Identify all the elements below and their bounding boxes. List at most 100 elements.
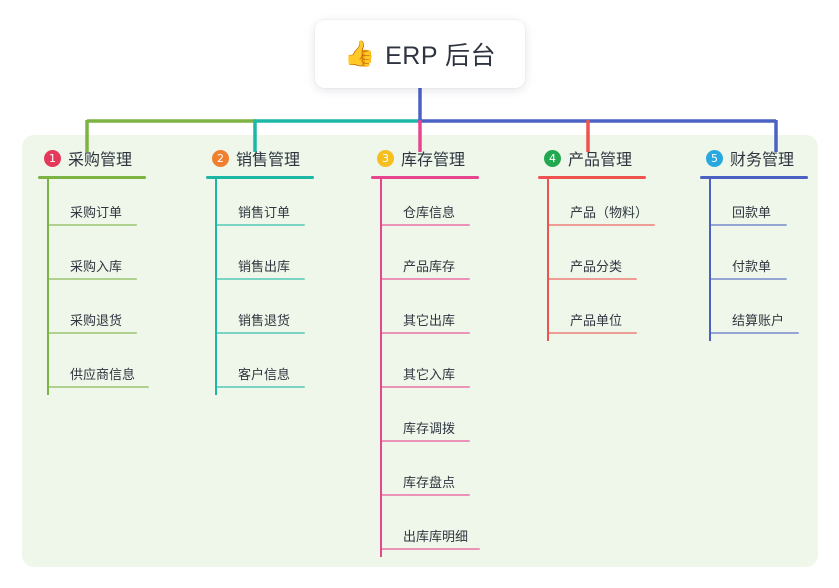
branch-header-3[interactable]: 3 库存管理 xyxy=(371,146,531,170)
item-rule xyxy=(709,332,799,334)
item-label: 采购订单 xyxy=(70,205,123,220)
item-label: 产品分类 xyxy=(570,259,623,274)
item-label: 销售订单 xyxy=(238,205,291,220)
item-label: 采购退货 xyxy=(70,313,123,328)
list-item[interactable]: 产品（物料） xyxy=(538,179,708,233)
item-label: 仓库信息 xyxy=(403,205,456,220)
item-rule xyxy=(547,278,637,280)
branch-rule-1 xyxy=(38,176,146,179)
branch-header-1[interactable]: 1 采购管理 xyxy=(38,146,188,170)
list-item[interactable]: 客户信息 xyxy=(206,341,356,395)
branch-spine-2 xyxy=(215,179,217,395)
item-label: 销售退货 xyxy=(238,313,291,328)
item-rule xyxy=(47,224,137,226)
branch-badge-4: 4 xyxy=(544,149,561,167)
item-rule xyxy=(215,332,305,334)
list-item[interactable]: 库存盘点 xyxy=(371,449,531,503)
list-item[interactable]: 销售出库 xyxy=(206,233,356,287)
branch-column-2: 2 销售管理 销售订单 销售出库 销售退货 客户信息 xyxy=(206,146,356,395)
branch-badge-5: 5 xyxy=(706,149,723,167)
thumbs-up-icon: 👍 xyxy=(343,39,376,68)
branch-rule-3 xyxy=(371,176,479,179)
list-item[interactable]: 产品分类 xyxy=(538,233,708,287)
item-rule xyxy=(380,548,480,550)
branch-items-5: 回款单 付款单 结算账户 xyxy=(700,179,839,341)
item-label: 其它入库 xyxy=(403,367,456,382)
branch-title-4: 产品管理 xyxy=(568,152,633,169)
branch-title-1: 采购管理 xyxy=(68,152,133,169)
list-item[interactable]: 销售退货 xyxy=(206,287,356,341)
branch-badge-1: 1 xyxy=(44,149,61,167)
list-item[interactable]: 产品单位 xyxy=(538,287,708,341)
item-label: 付款单 xyxy=(732,259,772,274)
list-item[interactable]: 采购订单 xyxy=(38,179,188,233)
branch-badge-2: 2 xyxy=(212,149,229,167)
item-label: 出库库明细 xyxy=(403,529,469,544)
item-label: 产品单位 xyxy=(570,313,623,328)
item-rule xyxy=(215,386,305,388)
list-item[interactable]: 其它出库 xyxy=(371,287,531,341)
branch-items-4: 产品（物料） 产品分类 产品单位 xyxy=(538,179,708,341)
list-item[interactable]: 供应商信息 xyxy=(38,341,188,395)
item-label: 库存盘点 xyxy=(403,475,456,490)
list-item[interactable]: 结算账户 xyxy=(700,287,839,341)
item-rule xyxy=(709,224,787,226)
branch-column-4: 4 产品管理 产品（物料） 产品分类 产品单位 xyxy=(538,146,708,341)
branch-column-5: 5 财务管理 回款单 付款单 结算账户 xyxy=(700,146,839,341)
item-label: 结算账户 xyxy=(732,313,785,328)
branch-items-2: 销售订单 销售出库 销售退货 客户信息 xyxy=(206,179,356,395)
item-rule xyxy=(47,332,137,334)
item-label: 供应商信息 xyxy=(70,367,136,382)
branch-items-1: 采购订单 采购入库 采购退货 供应商信息 xyxy=(38,179,188,395)
item-rule xyxy=(47,386,149,388)
item-rule xyxy=(380,332,470,334)
branch-spine-1 xyxy=(47,179,49,395)
item-rule xyxy=(215,278,305,280)
item-label: 回款单 xyxy=(732,205,772,220)
branch-header-5[interactable]: 5 财务管理 xyxy=(700,146,839,170)
item-rule xyxy=(380,440,470,442)
item-rule xyxy=(380,386,470,388)
branch-title-5: 财务管理 xyxy=(730,152,795,169)
item-label: 产品库存 xyxy=(403,259,456,274)
branch-rule-5 xyxy=(700,176,808,179)
list-item[interactable]: 销售订单 xyxy=(206,179,356,233)
branch-rule-2 xyxy=(206,176,314,179)
item-rule xyxy=(380,278,470,280)
branch-header-4[interactable]: 4 产品管理 xyxy=(538,146,708,170)
branch-badge-3: 3 xyxy=(377,149,394,167)
branch-rule-4 xyxy=(538,176,646,179)
list-item[interactable]: 出库库明细 xyxy=(371,503,531,557)
branch-column-1: 1 采购管理 采购订单 采购入库 采购退货 供应商信息 xyxy=(38,146,188,395)
list-item[interactable]: 仓库信息 xyxy=(371,179,531,233)
branch-spine-4 xyxy=(547,179,549,341)
branch-items-3: 仓库信息 产品库存 其它出库 其它入库 库存调拨 库存盘点 xyxy=(371,179,531,557)
list-item[interactable]: 库存调拨 xyxy=(371,395,531,449)
branch-spine-5 xyxy=(709,179,711,341)
item-rule xyxy=(380,494,470,496)
item-rule xyxy=(47,278,137,280)
list-item[interactable]: 付款单 xyxy=(700,233,839,287)
root-node[interactable]: 👍 ERP 后台 xyxy=(315,20,525,88)
root-title: ERP 后台 xyxy=(385,42,497,70)
item-rule xyxy=(547,224,655,226)
list-item[interactable]: 回款单 xyxy=(700,179,839,233)
item-rule xyxy=(709,278,787,280)
list-item[interactable]: 采购入库 xyxy=(38,233,188,287)
item-rule xyxy=(547,332,637,334)
item-label: 采购入库 xyxy=(70,259,123,274)
item-label: 其它出库 xyxy=(403,313,456,328)
list-item[interactable]: 产品库存 xyxy=(371,233,531,287)
branch-title-3: 库存管理 xyxy=(401,152,466,169)
branch-header-2[interactable]: 2 销售管理 xyxy=(206,146,356,170)
list-item[interactable]: 其它入库 xyxy=(371,341,531,395)
branch-title-2: 销售管理 xyxy=(236,152,301,169)
list-item[interactable]: 采购退货 xyxy=(38,287,188,341)
branch-spine-3 xyxy=(380,179,382,557)
item-label: 库存调拨 xyxy=(403,421,456,436)
branch-column-3: 3 库存管理 仓库信息 产品库存 其它出库 其它入库 库存调拨 xyxy=(371,146,531,557)
item-label: 销售出库 xyxy=(238,259,291,274)
item-label: 产品（物料） xyxy=(570,205,649,220)
item-label: 客户信息 xyxy=(238,367,291,382)
